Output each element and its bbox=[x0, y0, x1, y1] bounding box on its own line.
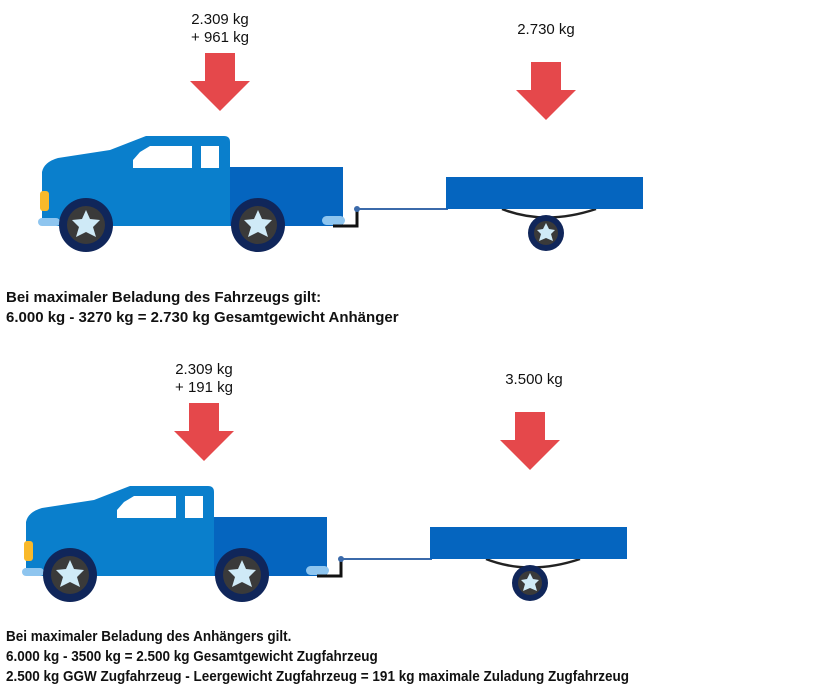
truck-load-arrow-1 bbox=[190, 53, 250, 111]
trailer-load-label-2: 3.500 kg bbox=[505, 371, 563, 388]
caption-2-line-3: 2.500 kg GGW Zugfahrzeug - Leergewicht Z… bbox=[6, 668, 629, 685]
truck-base-weight: 2.309 kg bbox=[191, 11, 249, 28]
trailer-load-arrow-1 bbox=[516, 62, 576, 120]
truck-load-arrow-2 bbox=[174, 403, 234, 461]
pickup-truck-2 bbox=[22, 486, 344, 602]
trailer-load-arrow-2 bbox=[500, 412, 560, 470]
pickup-truck-1 bbox=[38, 136, 360, 252]
caption-2-line-1: Bei maximaler Beladung des Anhängers gil… bbox=[6, 628, 292, 645]
caption-1-line-1: Bei maximaler Beladung des Fahrzeugs gil… bbox=[6, 289, 322, 306]
caption-2-line-2: 6.000 kg - 3500 kg = 2.500 kg Gesamtgewi… bbox=[6, 648, 378, 665]
trailer-2 bbox=[341, 527, 627, 601]
caption-1-line-2: 6.000 kg - 3270 kg = 2.730 kg Gesamtgewi… bbox=[6, 309, 399, 326]
truck-load-label-1: 2.309 kg + 961 kg bbox=[180, 11, 260, 47]
truck-base-weight: 2.309 kg bbox=[175, 361, 233, 378]
truck-extra-load: + 961 kg bbox=[191, 29, 249, 46]
trailer-1 bbox=[357, 177, 643, 251]
truck-extra-load: + 191 kg bbox=[175, 379, 233, 396]
truck-load-label-2: 2.309 kg + 191 kg bbox=[164, 361, 244, 397]
trailer-load-label-1: 2.730 kg bbox=[517, 21, 575, 38]
